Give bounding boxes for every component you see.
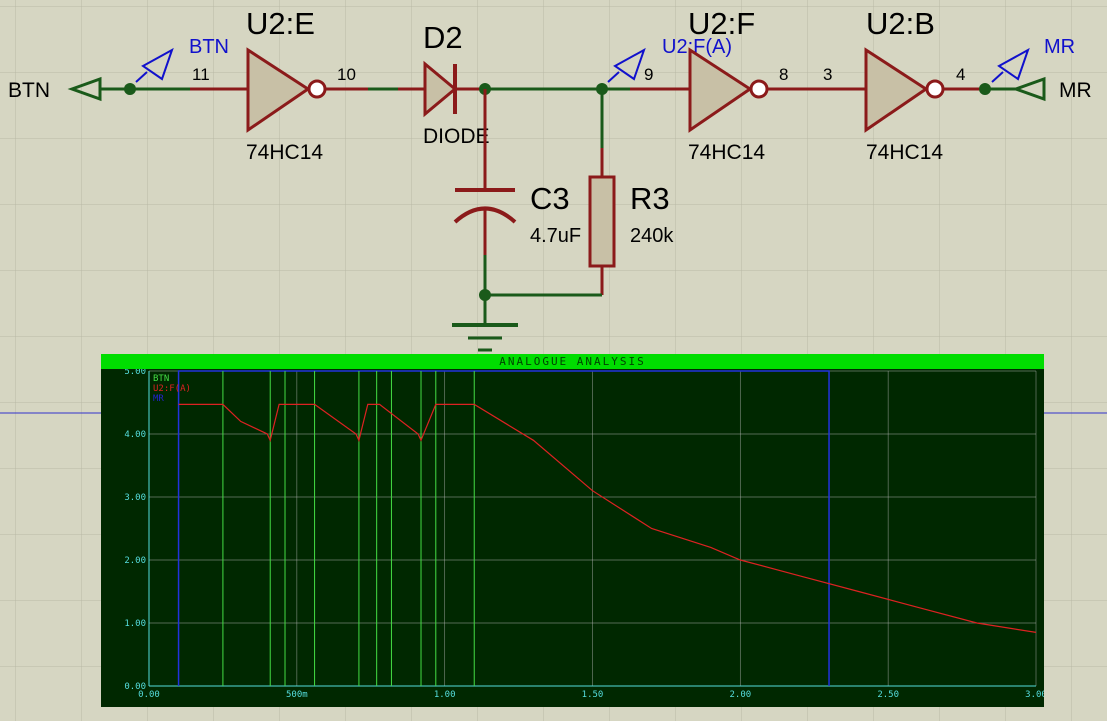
series-u2fa-trace	[178, 403, 1037, 633]
u2e-pin-out: 10	[337, 65, 356, 84]
c3-value: 4.7uF	[530, 225, 581, 247]
y-tick-label: 0.00	[124, 682, 146, 692]
u2f-probe-icon[interactable]	[607, 47, 646, 83]
btn-probe-icon[interactable]	[135, 47, 174, 83]
u2f-inverter[interactable]	[688, 47, 769, 133]
x-tick-label: 3.00	[1025, 690, 1044, 700]
legend-entry: MR	[153, 394, 164, 404]
d2-value: DIODE	[423, 125, 490, 148]
y-tick-label: 2.00	[124, 556, 146, 566]
graph-title[interactable]: ANALOGUE ANALYSIS	[101, 354, 1044, 369]
y-tick-label: 5.00	[124, 367, 146, 377]
d2-diode[interactable]	[398, 60, 485, 118]
x-tick-label: 1.00	[434, 690, 456, 700]
btn-probe-label: BTN	[189, 36, 229, 58]
r3-value: 240k	[630, 225, 674, 247]
c3-ref: C3	[530, 181, 570, 216]
legend-entry: BTN	[153, 374, 169, 384]
x-tick-label: 500m	[286, 690, 308, 700]
r3-resistor[interactable]	[588, 175, 616, 268]
y-tick-label: 1.00	[124, 619, 146, 629]
r3-ref: R3	[630, 181, 670, 216]
u2f-part: 74HC14	[688, 141, 765, 164]
x-tick-label: 0.00	[138, 690, 160, 700]
u2f-probe-label: U2:F(A)	[662, 36, 732, 58]
mr-probe-label: MR	[1044, 36, 1075, 58]
u2f-pin-out: 8	[779, 65, 788, 84]
u2b-inverter[interactable]	[864, 47, 945, 133]
mr-terminal-label: MR	[1059, 79, 1092, 102]
btn-terminal[interactable]: BTN	[8, 76, 130, 102]
u2b-part: 74HC14	[866, 141, 943, 164]
x-tick-label: 1.50	[582, 690, 604, 700]
graph-plot-area: 5.00 4.00 3.00 2.00 1.00 0.000.00 500m 1.00 1.50…	[124, 367, 1044, 700]
u2e-part: 74HC14	[246, 141, 323, 164]
u2e-ref: U2:E	[246, 6, 315, 41]
u2e-inverter[interactable]	[246, 47, 327, 133]
u2b-pin-out: 4	[956, 65, 965, 84]
legend-entry: U2:F(A)	[153, 384, 191, 394]
u2f-pin-in: 9	[644, 65, 653, 84]
mr-terminal[interactable]: MR	[1011, 76, 1092, 102]
y-tick-label: 3.00	[124, 493, 146, 503]
x-tick-label: 2.50	[877, 690, 899, 700]
u2f-ref: U2:F	[688, 6, 755, 41]
y-tick-label: 4.00	[124, 430, 146, 440]
u2b-ref: U2:B	[866, 6, 935, 41]
d2-ref: D2	[423, 20, 463, 55]
x-tick-label: 2.00	[729, 690, 751, 700]
series-mr-trace	[177, 370, 830, 686]
u2e-pin-in: 11	[192, 65, 210, 84]
mr-probe-icon[interactable]	[991, 47, 1030, 83]
u2b-pin-in: 3	[823, 65, 832, 84]
ground-symbol-icon	[452, 323, 518, 352]
btn-terminal-label: BTN	[8, 79, 50, 102]
